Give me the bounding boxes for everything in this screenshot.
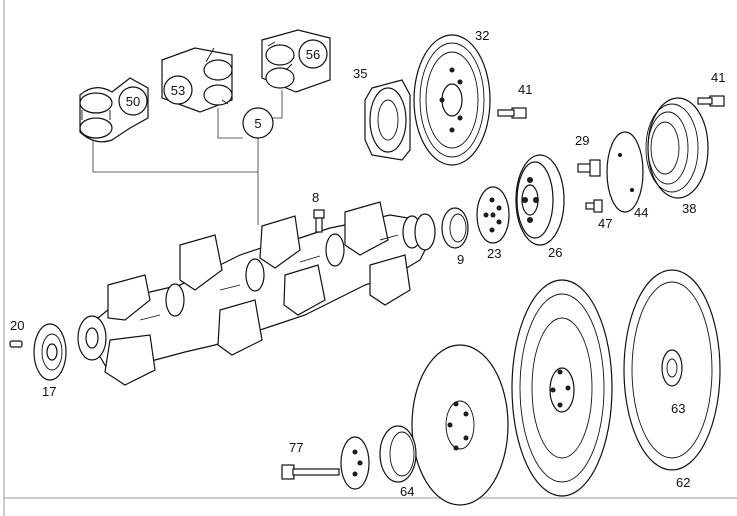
label-62: 62 xyxy=(676,475,690,490)
callout-50: 50 xyxy=(118,86,148,116)
callout-5: 5 xyxy=(242,107,274,139)
bearing-group-bracket xyxy=(92,90,283,225)
label-23: 23 xyxy=(487,246,501,261)
pulley-hub-35 xyxy=(364,79,411,161)
label-29: 29 xyxy=(575,133,589,148)
bolt-41-b xyxy=(697,95,725,107)
crankshaft-hub-26 xyxy=(515,154,565,246)
callout-56: 56 xyxy=(298,39,328,69)
clamp-plate xyxy=(340,436,370,490)
callout-56-label: 56 xyxy=(306,47,320,62)
ring-gear-62 xyxy=(623,269,721,471)
bearing-shell-50 xyxy=(79,77,149,143)
bolt-41-a xyxy=(497,107,527,119)
callout-5-label: 5 xyxy=(254,116,261,131)
flywheel xyxy=(511,279,613,497)
label-41-b: 41 xyxy=(711,70,725,85)
bolt-8 xyxy=(313,209,325,233)
label-17: 17 xyxy=(42,384,56,399)
callout-53-label: 53 xyxy=(171,83,185,98)
bolt-47 xyxy=(585,199,603,213)
label-41-a: 41 xyxy=(518,82,532,97)
label-26: 26 xyxy=(548,245,562,260)
callout-50-label: 50 xyxy=(126,94,140,109)
drive-plate xyxy=(411,344,509,506)
callout-53: 53 xyxy=(163,75,193,105)
label-64: 64 xyxy=(400,484,414,499)
label-77: 77 xyxy=(289,440,303,455)
pin-20 xyxy=(9,340,23,348)
label-63: 63 xyxy=(671,401,685,416)
bolt-29 xyxy=(577,159,601,177)
label-8: 8 xyxy=(312,190,319,205)
label-44: 44 xyxy=(634,205,648,220)
belt-pulley-32 xyxy=(413,34,491,166)
label-20: 20 xyxy=(10,318,24,333)
label-47: 47 xyxy=(598,216,612,231)
front-seal-17 xyxy=(33,323,67,381)
cover-plate-44 xyxy=(606,131,644,213)
spacer-ring-64 xyxy=(379,425,417,483)
seal-ring-9 xyxy=(441,207,469,249)
crankshaft xyxy=(77,201,436,386)
label-32: 32 xyxy=(475,28,489,43)
spacer-disc-23 xyxy=(476,186,510,244)
label-35: 35 xyxy=(353,66,367,81)
bolt-77 xyxy=(281,464,340,480)
label-38: 38 xyxy=(682,201,696,216)
vibration-damper-38 xyxy=(645,97,709,199)
label-9: 9 xyxy=(457,252,464,267)
